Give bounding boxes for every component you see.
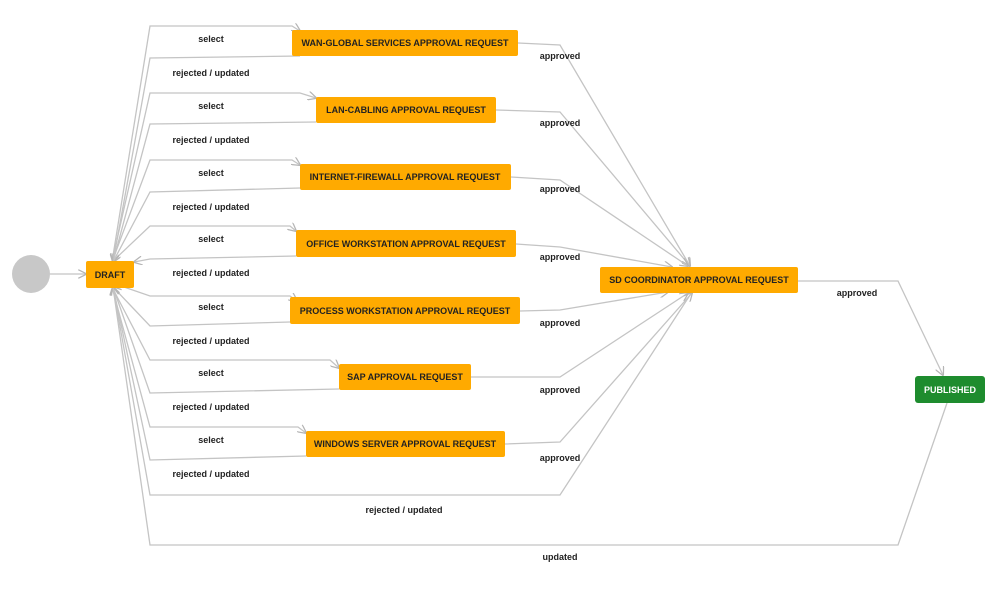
label-approved: approved: [540, 118, 581, 128]
state-draft[interactable]: DRAFT: [86, 261, 134, 288]
state-sap[interactable]: SAP APPROVAL REQUEST: [339, 364, 471, 390]
state-sap-label: SAP APPROVAL REQUEST: [347, 372, 463, 382]
label-rejected-updated: rejected / updated: [172, 202, 249, 212]
label-select: select: [198, 368, 224, 378]
state-process-workstation[interactable]: PROCESS WORKSTATION APPROVAL REQUEST: [290, 297, 520, 324]
state-internet-firewall[interactable]: INTERNET-FIREWALL APPROVAL REQUEST: [300, 164, 511, 190]
label-approved: approved: [540, 385, 581, 395]
label-rejected-updated: rejected / updated: [172, 402, 249, 412]
label-select: select: [198, 34, 224, 44]
edge-rejected-windows: [113, 287, 307, 461]
edge-rejected-sap: [113, 287, 340, 394]
state-internet-firewall-label: INTERNET-FIREWALL APPROVAL REQUEST: [310, 172, 501, 182]
state-office-workstation-label: OFFICE WORKSTATION APPROVAL REQUEST: [306, 239, 506, 249]
label-select: select: [198, 234, 224, 244]
state-published-label: PUBLISHED: [924, 385, 977, 395]
label-approved: approved: [837, 288, 878, 298]
label-updated: updated: [543, 552, 578, 562]
edge-rejected-office: [134, 255, 297, 262]
edge-select-office: [111, 226, 296, 263]
edge-approved-wan: [517, 42, 690, 266]
edge-select-lan: [111, 93, 316, 263]
state-sd-coordinator[interactable]: SD COORDINATOR APPROVAL REQUEST: [600, 267, 798, 293]
label-select: select: [198, 435, 224, 445]
label-approved: approved: [540, 453, 581, 463]
label-select: select: [198, 302, 224, 312]
edge-approved-lan: [495, 109, 690, 266]
edge-rejected-wan: [113, 55, 301, 262]
edge-select-windows: [111, 286, 306, 433]
state-office-workstation[interactable]: OFFICE WORKSTATION APPROVAL REQUEST: [296, 230, 516, 257]
label-rejected-updated: rejected / updated: [172, 336, 249, 346]
label-approved: approved: [540, 184, 581, 194]
label-approved: approved: [540, 252, 581, 262]
edge-select-internet: [111, 160, 300, 263]
label-approved: approved: [540, 51, 581, 61]
label-rejected-updated: rejected / updated: [172, 68, 249, 78]
edges: [50, 26, 948, 546]
label-rejected-updated: rejected / updated: [172, 135, 249, 145]
edge-select-wan: [111, 26, 300, 263]
edge-updated-published: [113, 287, 948, 546]
edge-rejected-sd: [113, 287, 693, 496]
label-rejected-updated: rejected / updated: [172, 469, 249, 479]
edge-labels: select select select select select selec…: [172, 34, 877, 562]
state-wan-global-label: WAN-GLOBAL SERVICES APPROVAL REQUEST: [301, 38, 509, 48]
state-sd-coordinator-label: SD COORDINATOR APPROVAL REQUEST: [609, 275, 789, 285]
start-node[interactable]: [12, 255, 50, 293]
state-draft-label: DRAFT: [95, 270, 126, 280]
edge-select-sap: [111, 286, 339, 368]
label-rejected-updated: rejected / updated: [172, 268, 249, 278]
edge-approved-windows: [504, 293, 692, 445]
state-wan-global[interactable]: WAN-GLOBAL SERVICES APPROVAL REQUEST: [292, 30, 518, 56]
state-process-workstation-label: PROCESS WORKSTATION APPROVAL REQUEST: [300, 306, 511, 316]
edge-approved-office: [515, 243, 672, 267]
state-windows-server[interactable]: WINDOWS SERVER APPROVAL REQUEST: [306, 431, 505, 457]
edge-rejected-internet: [113, 187, 301, 262]
label-approved: approved: [540, 318, 581, 328]
state-lan-cabling-label: LAN-CABLING APPROVAL REQUEST: [326, 105, 486, 115]
edge-rejected-process: [113, 287, 291, 327]
label-select: select: [198, 101, 224, 111]
label-rejected-updated: rejected / updated: [365, 505, 442, 515]
edge-rejected-lan: [113, 121, 317, 262]
edge-approved-sd: [798, 280, 943, 375]
edge-approved-process: [519, 292, 668, 312]
state-windows-server-label: WINDOWS SERVER APPROVAL REQUEST: [314, 439, 497, 449]
nodes: DRAFT WAN-GLOBAL SERVICES APPROVAL REQUE…: [12, 30, 985, 457]
edge-approved-sap: [471, 293, 688, 378]
edge-select-process: [123, 286, 297, 301]
state-published[interactable]: PUBLISHED: [915, 376, 985, 403]
label-select: select: [198, 168, 224, 178]
state-lan-cabling[interactable]: LAN-CABLING APPROVAL REQUEST: [316, 97, 496, 123]
edge-approved-internet: [510, 176, 688, 266]
